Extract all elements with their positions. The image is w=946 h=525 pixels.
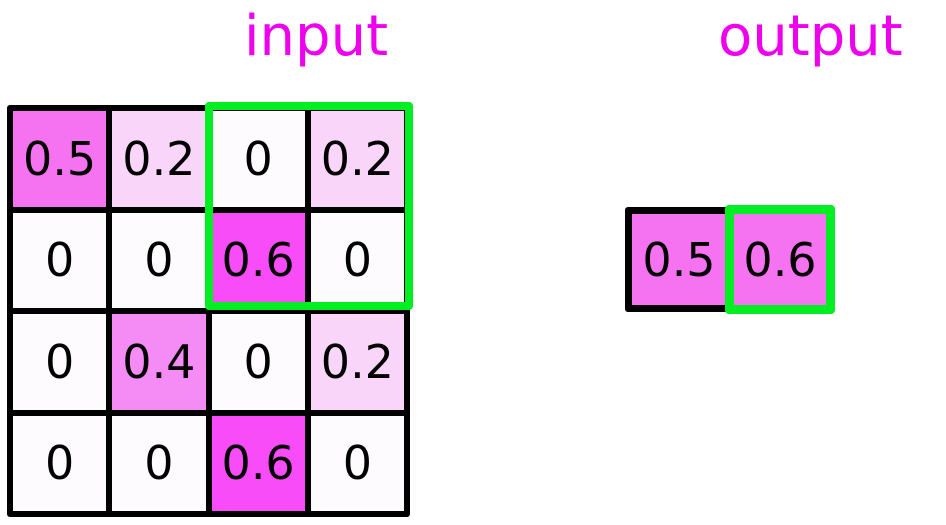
output-cell-highlighted: 0.6: [725, 205, 835, 314]
input-cell: 0.2: [310, 111, 404, 207]
input-cell: 0.4: [112, 314, 206, 410]
input-cell: 0: [13, 314, 107, 410]
input-cell: 0: [310, 415, 404, 511]
input-cell: 0: [112, 415, 206, 511]
input-cell: 0.5: [13, 111, 107, 207]
input-cell: 0.2: [112, 111, 206, 207]
output-cell-value: 0.5: [632, 214, 726, 305]
output-cell-value: 0.6: [734, 214, 826, 305]
input-cell: 0: [13, 415, 107, 511]
input-cell: 0: [310, 212, 404, 308]
output-label: output: [718, 4, 903, 69]
output-grid: 0.5 0.6: [625, 205, 835, 314]
input-cell: 0.6: [211, 212, 305, 308]
output-cell: 0.5: [625, 207, 733, 312]
input-cell: 0: [211, 111, 305, 207]
input-cell: 0.2: [310, 314, 404, 410]
input-cell: 0: [112, 212, 206, 308]
input-cell: 0: [13, 212, 107, 308]
input-cell: 0: [211, 314, 305, 410]
input-cell: 0.6: [211, 415, 305, 511]
input-label: input: [244, 4, 389, 69]
